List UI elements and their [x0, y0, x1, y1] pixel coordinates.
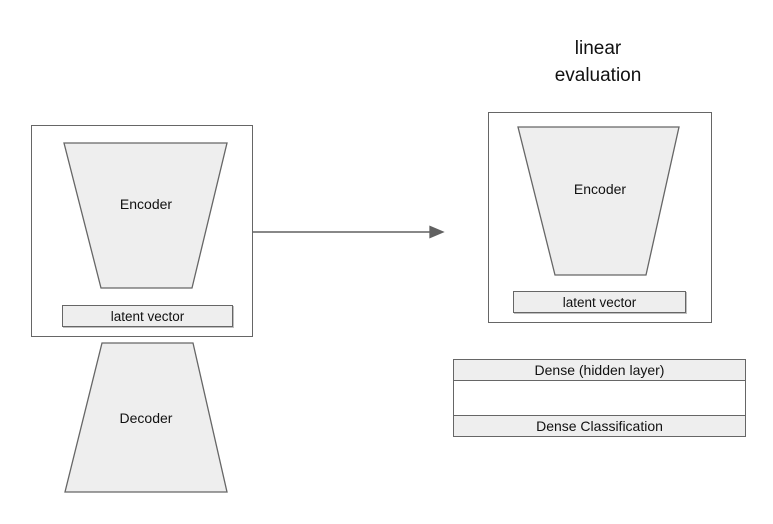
dense-table: Dense (hidden layer) Dense Classificatio… — [453, 359, 746, 437]
autoencoder-box — [31, 125, 253, 337]
latent-vector-box: latent vector — [62, 305, 233, 327]
dense-classification-row: Dense Classification — [454, 416, 745, 436]
diagram-title-line2: evaluation — [554, 65, 642, 86]
eval-encoder-label: Encoder — [573, 181, 627, 197]
encoder-label: Encoder — [119, 196, 173, 212]
eval-latent-vector-box: latent vector — [513, 291, 686, 313]
eval-latent-vector-label: latent vector — [562, 294, 637, 310]
evaluation-box — [488, 112, 712, 323]
dense-hidden-row: Dense (hidden layer) — [454, 360, 745, 381]
transfer-arrow-head — [429, 225, 445, 239]
dense-empty-row — [454, 381, 745, 416]
diagram-title: linear evaluation — [555, 35, 642, 89]
decoder-label: Decoder — [119, 410, 173, 426]
diagram-title-line1: linear — [574, 38, 622, 59]
latent-vector-label: latent vector — [110, 308, 185, 324]
dense-hidden-label: Dense (hidden layer) — [534, 362, 665, 378]
dense-classification-label: Dense Classification — [536, 418, 663, 434]
